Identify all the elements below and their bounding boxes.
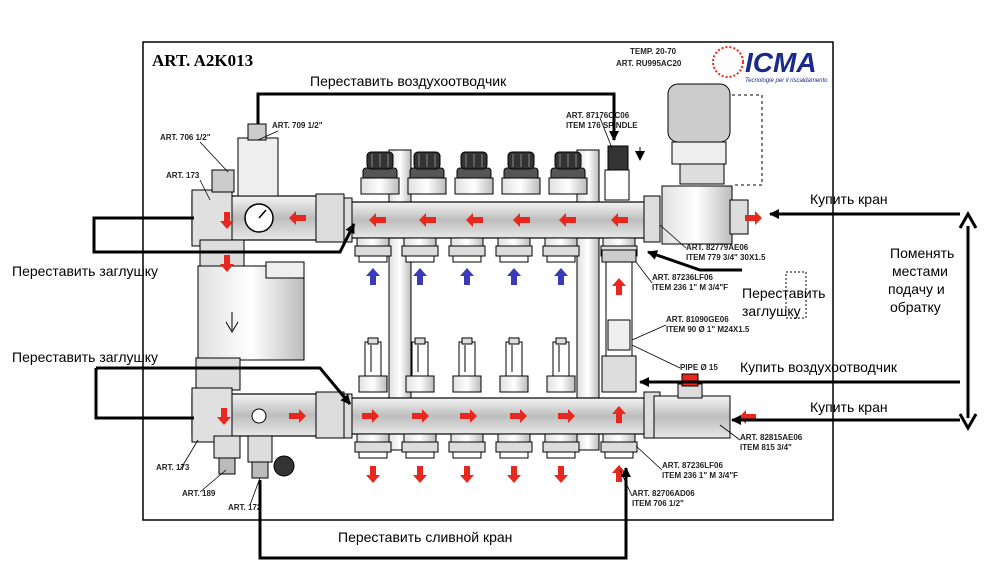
note-buy-valve-bottom: Купить кран <box>810 399 888 415</box>
note-swap: обратку <box>890 299 941 315</box>
valve-cap <box>360 151 400 195</box>
svg-text:Tecnologie per il riscaldament: Tecnologie per il riscaldamento <box>745 78 828 84</box>
note-move-plug-bottom: Переставить заглушку <box>12 349 158 365</box>
note-move-drain: Переставить сливной кран <box>338 529 512 545</box>
art-label: ITEM 236 1" M 3/4"F <box>662 471 738 480</box>
page-title: ART. A2K013 <box>152 51 253 70</box>
art-label: ART. 87236LF06 <box>662 461 723 470</box>
art-label: ART. 82815AE06 <box>740 433 803 442</box>
art-label: ART. 87236LF06 <box>652 273 713 282</box>
note-swap: местами <box>892 263 948 279</box>
art-label: ART. 706 1/2" <box>160 133 211 142</box>
art-label: PIPE Ø 15 <box>680 363 718 372</box>
note-swap: Поменять <box>890 245 954 261</box>
art-label: ITEM 176 SPINDLE <box>566 121 638 130</box>
art-label: ART. 82779AE06 <box>686 243 749 252</box>
note-move-plug-right: Переставить <box>742 285 825 301</box>
art-label: ART. 173 <box>166 171 200 180</box>
note-move-plug-top: Переставить заглушку <box>12 263 158 279</box>
art-label: ITEM 815 3/4" <box>740 443 792 452</box>
art-label: ART. 82706AD06 <box>632 489 695 498</box>
art-label: ART. 173 <box>156 463 190 472</box>
note-buy-valve-top: Купить кран <box>810 191 888 207</box>
icma-logo: ICMA Tecnologie per il riscaldamento <box>712 46 828 84</box>
svg-text:ICMA: ICMA <box>745 47 817 78</box>
art-label: ITEM 706 1/2" <box>632 499 684 508</box>
art-label: ART. RU995AC20 <box>616 59 682 68</box>
art-label: ART. 81090GE06 <box>666 315 729 324</box>
art-label: ITEM 779 3/4" 30X1.5 <box>686 253 766 262</box>
note-move-plug-right: заглушку <box>742 303 801 319</box>
note-swap: подачу и <box>888 281 945 297</box>
art-label: ART. 709 1/2" <box>272 121 323 130</box>
art-label: ART. 172 <box>228 503 262 512</box>
art-label: ART. 189 <box>182 489 216 498</box>
art-label: TEMP. 20-70 <box>630 47 677 56</box>
art-label: ITEM 90 Ø 1" M24X1.5 <box>666 325 750 334</box>
art-label: ITEM 236 1" M 3/4"F <box>652 283 728 292</box>
art-label: ART. 87176OC06 <box>566 111 630 120</box>
note-buy-air-vent: Купить воздухоотводчик <box>740 359 898 375</box>
note-move-air-vent: Переставить воздухоотводчик <box>310 73 507 89</box>
